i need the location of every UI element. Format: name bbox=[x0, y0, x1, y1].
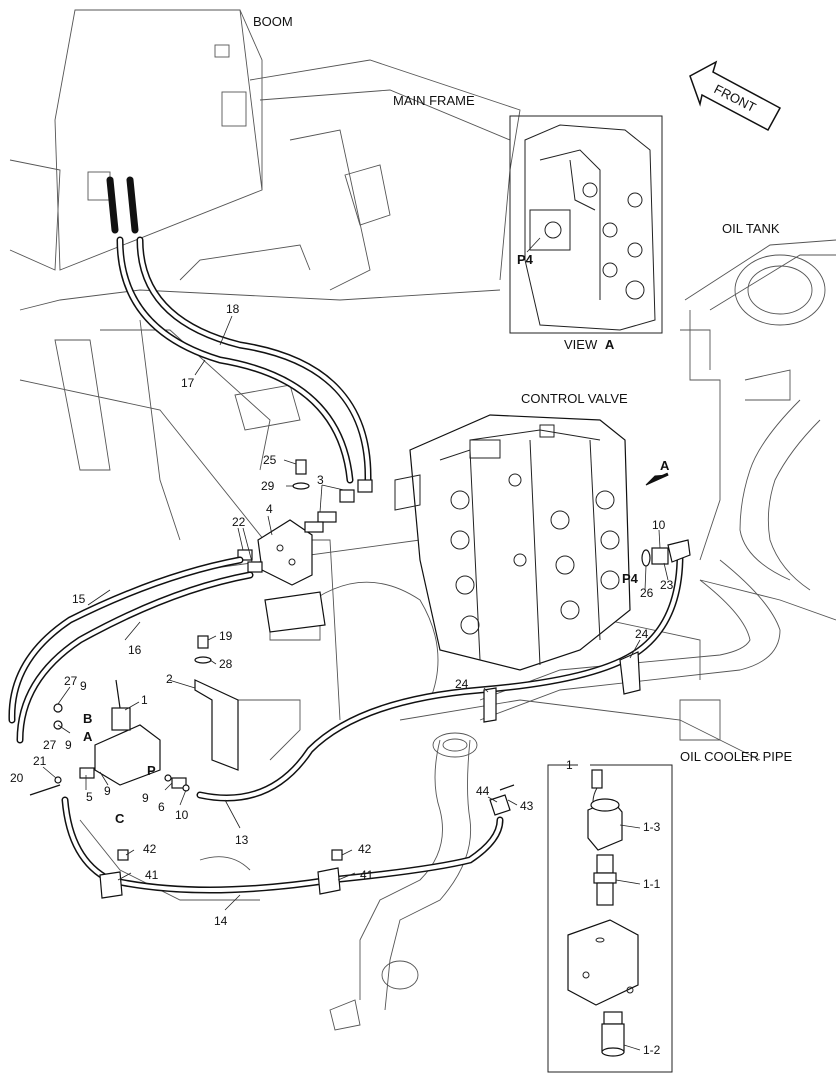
callout-1-1: 1-1 bbox=[643, 877, 661, 891]
boom-label: BOOM bbox=[253, 14, 293, 29]
p4-main-label: P4 bbox=[622, 571, 639, 586]
callout-5: 5 bbox=[86, 790, 93, 804]
callout-numbers: 18 17 25 29 3 4 22 15 16 2 19 28 1 27 9 … bbox=[10, 302, 674, 928]
callout-44: 44 bbox=[476, 784, 490, 798]
port-p-label: P bbox=[147, 763, 156, 778]
detail-title: 1 bbox=[566, 758, 573, 772]
callout-27a: 27 bbox=[64, 674, 78, 688]
callout-13: 13 bbox=[235, 833, 249, 847]
view-a-caption: VIEW A bbox=[564, 337, 615, 352]
arrow-a-label: A bbox=[660, 458, 670, 473]
text-labels: BOOM MAIN FRAME FRONT OIL TANK CONTROL V… bbox=[83, 14, 793, 826]
detail-callouts: 1 1-3 1-1 1-2 bbox=[566, 758, 661, 1057]
callout-42a: 42 bbox=[143, 842, 157, 856]
callout-22: 22 bbox=[232, 515, 246, 529]
callout-23: 23 bbox=[660, 578, 674, 592]
callout-4: 4 bbox=[266, 502, 273, 516]
callout-42b: 42 bbox=[358, 842, 372, 856]
detail-box-1 bbox=[547, 764, 673, 1073]
main-frame-label: MAIN FRAME bbox=[393, 93, 475, 108]
view-a-arrow-icon bbox=[645, 472, 669, 486]
callout-41a: 41 bbox=[145, 868, 159, 882]
callout-24b: 24 bbox=[635, 627, 649, 641]
leader-lines bbox=[42, 237, 669, 1051]
callout-10b: 10 bbox=[652, 518, 666, 532]
oil-tank-label: OIL TANK bbox=[722, 221, 780, 236]
control-valve-label: CONTROL VALVE bbox=[521, 391, 628, 406]
callout-9c: 9 bbox=[104, 784, 111, 798]
oil-cooler-pipe-label: OIL COOLER PIPE bbox=[680, 749, 793, 764]
callout-17: 17 bbox=[181, 376, 195, 390]
callout-9b: 9 bbox=[65, 738, 72, 752]
callout-2: 2 bbox=[166, 672, 173, 686]
callout-19: 19 bbox=[219, 629, 233, 643]
hose-14 bbox=[61, 796, 504, 894]
bracket-4 bbox=[237, 459, 373, 633]
callout-3: 3 bbox=[317, 473, 324, 487]
callout-28: 28 bbox=[219, 657, 233, 671]
callout-6: 6 bbox=[158, 800, 165, 814]
clamps bbox=[99, 651, 641, 899]
callout-26: 26 bbox=[640, 586, 654, 600]
callout-1-2: 1-2 bbox=[643, 1043, 661, 1057]
callout-1: 1 bbox=[141, 693, 148, 707]
callout-20: 20 bbox=[10, 771, 24, 785]
callout-43: 43 bbox=[520, 799, 534, 813]
port-c-label: C bbox=[115, 811, 125, 826]
hoses-15-16 bbox=[8, 556, 254, 744]
p4-fittings bbox=[641, 539, 691, 567]
callout-29: 29 bbox=[261, 479, 275, 493]
callout-9d: 9 bbox=[142, 791, 149, 805]
view-a-inset bbox=[509, 115, 663, 334]
callout-25: 25 bbox=[263, 453, 277, 467]
callout-21: 21 bbox=[33, 754, 47, 768]
callout-15: 15 bbox=[72, 592, 86, 606]
view-word: VIEW bbox=[564, 337, 598, 352]
callout-14: 14 bbox=[214, 914, 228, 928]
callout-10a: 10 bbox=[175, 808, 189, 822]
front-arrow-icon bbox=[689, 60, 782, 132]
p4-inset-label: P4 bbox=[517, 252, 534, 267]
callout-27b: 27 bbox=[43, 738, 57, 752]
callout-16: 16 bbox=[128, 643, 142, 657]
callout-24a: 24 bbox=[455, 677, 469, 691]
hoses-17-18 bbox=[106, 176, 372, 484]
control-valve bbox=[394, 414, 631, 671]
port-a-label: A bbox=[83, 729, 93, 744]
callout-1-3: 1-3 bbox=[643, 820, 661, 834]
hose-13 bbox=[196, 551, 684, 802]
oil-cooler-pipe-structure bbox=[329, 399, 821, 1031]
port-b-label: B bbox=[83, 711, 92, 726]
valve-assembly-1 bbox=[29, 635, 239, 796]
callout-18: 18 bbox=[226, 302, 240, 316]
callout-41b: 41 bbox=[360, 868, 374, 882]
oil-tank-structure bbox=[680, 239, 836, 621]
callout-9a: 9 bbox=[80, 679, 87, 693]
view-letter: A bbox=[605, 337, 615, 352]
